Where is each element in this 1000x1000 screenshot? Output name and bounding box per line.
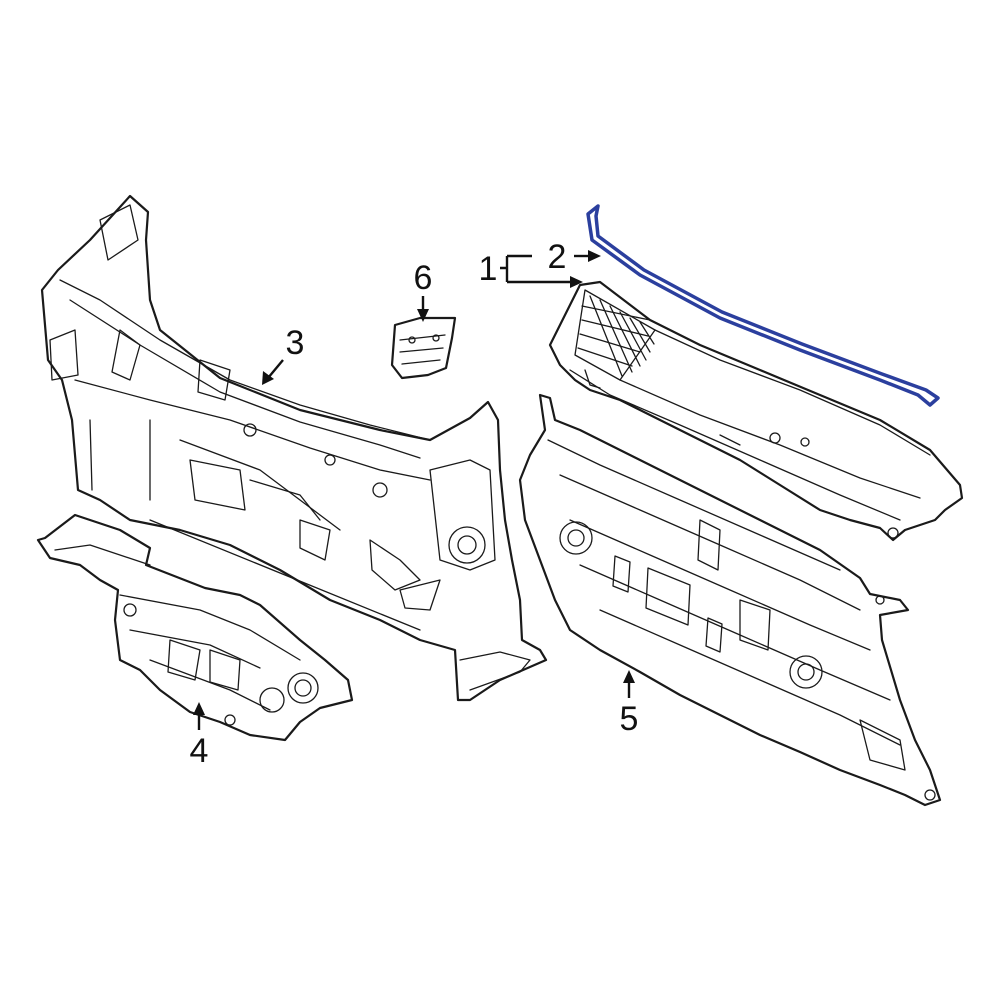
part-4-insulator — [36, 513, 354, 742]
callout-6-label: 6 — [414, 259, 433, 297]
part-2-seal — [586, 204, 940, 407]
part-6-bracket — [390, 316, 457, 380]
callout-4-label: 4 — [190, 732, 209, 770]
grille-mesh — [577, 295, 655, 377]
part-5-dash-panel — [518, 393, 942, 807]
part-1-cowl-cover — [548, 280, 964, 542]
callout-3-label: 3 — [286, 324, 305, 362]
callout-arrows — [193, 250, 635, 730]
callout-2-label: 2 — [548, 238, 567, 276]
callout-1-label: 1 — [479, 250, 498, 288]
callout-5-label: 5 — [620, 700, 639, 738]
part-3-cowl-panel — [40, 194, 548, 702]
